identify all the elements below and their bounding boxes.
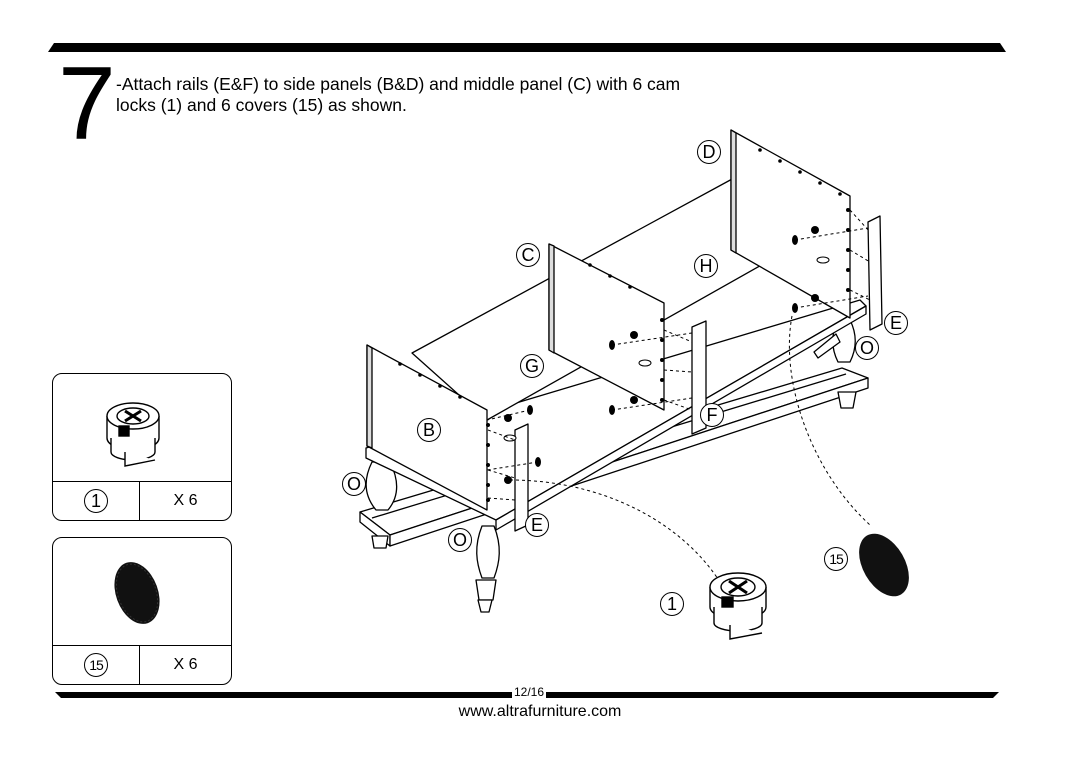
website-url: www.altrafurniture.com	[458, 703, 622, 720]
label-panel-g: G	[520, 354, 544, 378]
part-qty: X 6	[173, 656, 198, 673]
parts-box-cover-cap: 15 X 6	[52, 537, 232, 685]
label-cover: 15	[824, 547, 848, 571]
part-picture	[53, 374, 231, 482]
label-panel-d: D	[697, 140, 721, 164]
instruction-line-1: -Attach rails (E&F) to side panels (B&D)…	[116, 74, 681, 94]
step-number: 7	[58, 46, 116, 162]
part-id: 1	[84, 489, 108, 513]
label-leg-o-front: O	[448, 528, 472, 552]
label-leg-o-left: O	[342, 472, 366, 496]
label-panel-b: B	[417, 418, 441, 442]
label-rail-e-top: E	[884, 311, 908, 335]
label-leg-o-right: O	[855, 336, 879, 360]
page-number: 12/16	[512, 685, 547, 699]
step-instruction: -Attach rails (E&F) to side panels (B&D)…	[116, 74, 816, 116]
cam-lock-icon	[106, 402, 160, 467]
part-id-cell: 15	[53, 646, 140, 684]
part-id-cell: 1	[53, 482, 140, 520]
label-panel-h: H	[694, 254, 718, 278]
instruction-line-2: locks (1) and 6 covers (15) as shown.	[116, 95, 407, 115]
parts-box-cam-lock: 1 X 6	[52, 373, 232, 521]
cover-callout-icon	[859, 533, 909, 597]
cover-cap-icon	[114, 562, 160, 624]
part-id: 15	[84, 653, 108, 677]
label-rail-f: F	[700, 403, 724, 427]
header-rule	[48, 43, 1006, 52]
part-qty: X 6	[173, 492, 198, 509]
label-panel-c: C	[516, 243, 540, 267]
part-picture	[53, 538, 231, 646]
label-cam-lock: 1	[660, 592, 684, 616]
cam-lock-callout-icon	[709, 572, 767, 640]
label-rail-e-bottom: E	[525, 513, 549, 537]
